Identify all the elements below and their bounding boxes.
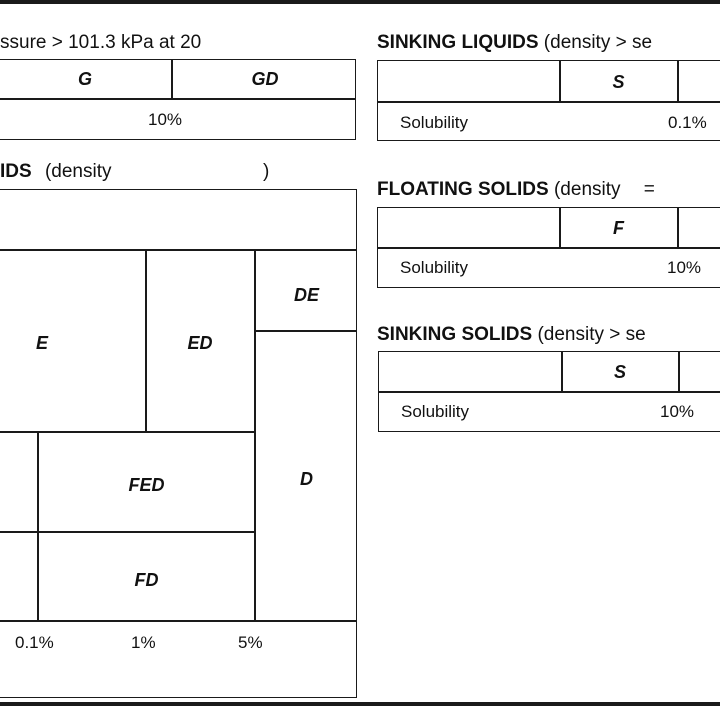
floating-solids-title: FLOATING SOLIDS [377, 179, 549, 200]
floating-solids-solubility-value: 10% [667, 258, 702, 277]
sinking-liquids-density: (density > se [543, 32, 653, 53]
code-g: G [77, 69, 92, 89]
tick-5-percent: 5% [238, 633, 263, 652]
liquids-heading: IDS (density ) [0, 161, 360, 183]
gases-solubility-value: 10% [147, 110, 183, 129]
code-e: E [35, 333, 48, 353]
sinking-solids-title: SINKING SOLIDS [377, 324, 533, 345]
code-fd: FD [134, 570, 159, 590]
code-s-liquids: S [612, 72, 625, 92]
sinking-solids-density: (density > se [537, 324, 646, 345]
sinking-liquids-solubility-label: Solubility [400, 113, 469, 132]
liquids-top-divider [0, 249, 357, 251]
sinking-liquids-col-divider-2 [677, 60, 679, 102]
liquids-01-divider [37, 431, 39, 621]
sinking-liquids-row-divider [377, 101, 720, 103]
liquids-fed-divider [0, 531, 256, 533]
floating-solids-heading: FLOATING SOLIDS (density = [377, 179, 655, 201]
gases-table [0, 59, 356, 140]
sinking-solids-solubility-label: Solubility [401, 402, 470, 421]
code-f: F [613, 218, 624, 238]
floating-solids-col-divider-2 [677, 207, 679, 248]
code-de: DE [293, 285, 319, 305]
tick-0-1-percent: 0.1% [15, 633, 54, 652]
floating-solids-solubility-label: Solubility [400, 258, 469, 277]
liquids-density-close: ) [263, 161, 270, 182]
gases-heading: ssure > 101.3 kPa at 20 [0, 32, 201, 54]
sinking-solids-col-divider-2 [678, 351, 680, 392]
code-d: D [300, 469, 313, 489]
liquids-e-ed-divider [145, 249, 147, 432]
sinking-liquids-col-divider-1 [559, 60, 561, 102]
sinking-liquids-solubility-value: 0.1% [668, 113, 707, 132]
gases-heading-text: ssure > 101.3 kPa at 20 [0, 32, 202, 53]
sinking-solids-col-divider-1 [561, 351, 563, 392]
liquids-density-open: (density [44, 161, 112, 182]
top-border [0, 0, 720, 4]
code-gd: GD [251, 69, 279, 89]
liquids-mid-divider [0, 431, 256, 433]
sinking-solids-solubility-value: 10% [660, 402, 695, 421]
liquids-ed-d-divider [254, 249, 256, 621]
gases-col-divider [171, 59, 173, 99]
floating-solids-row-divider [377, 247, 720, 249]
sinking-solids-heading: SINKING SOLIDS (density > se [377, 324, 646, 346]
liquids-de-divider [255, 330, 357, 332]
liquids-title: IDS [0, 161, 32, 182]
sinking-solids-row-divider [378, 391, 720, 393]
liquids-axis-divider [0, 620, 357, 622]
floating-solids-col-divider-1 [559, 207, 561, 248]
code-fed: FED [128, 475, 165, 495]
code-ed: ED [187, 333, 213, 353]
floating-solids-density: (density [553, 179, 621, 200]
sinking-liquids-title: SINKING LIQUIDS [377, 32, 539, 53]
sinking-liquids-heading: SINKING LIQUIDS (density > se [377, 32, 652, 54]
sinking-liquids-table [377, 60, 720, 141]
tick-1-percent: 1% [131, 633, 156, 652]
code-s-solids: S [613, 362, 626, 382]
liquids-diagram [0, 189, 357, 698]
gases-row-divider [0, 98, 356, 100]
bottom-border [0, 702, 720, 720]
floating-solids-density-symbol: = [643, 179, 655, 200]
